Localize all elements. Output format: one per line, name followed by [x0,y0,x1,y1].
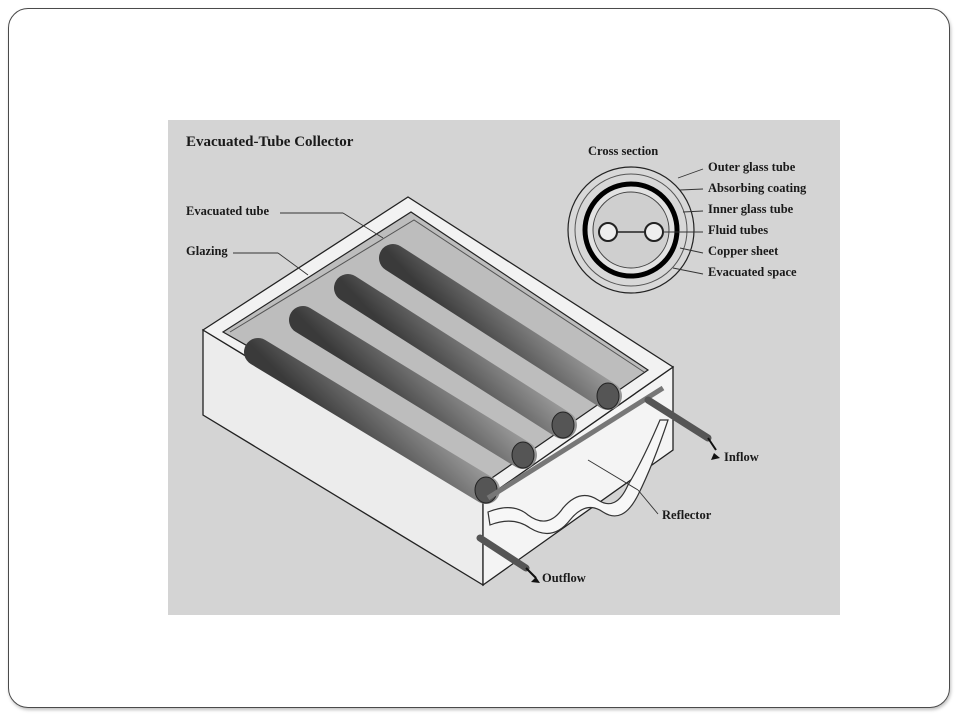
cross-section [567,166,695,294]
leader-lines [233,168,704,515]
label-copper-sheet: Copper sheet [708,244,779,258]
collector-diagram: Evacuated-Tube Collector Evacuated tube … [168,120,840,615]
label-outflow: Outflow [542,571,586,585]
manifold-pipes [476,385,717,579]
label-inflow: Inflow [724,450,759,464]
evacuated-tubes [244,244,622,504]
label-outer-glass-tube: Outer glass tube [708,160,796,174]
reflector-cutaway [487,419,669,535]
diagram-drawing [201,166,720,587]
label-cross-section: Cross section [588,144,659,158]
label-evacuated-tube: Evacuated tube [186,204,269,218]
label-glazing: Glazing [186,244,228,258]
label-inner-glass-tube: Inner glass tube [708,202,794,216]
label-reflector: Reflector [662,508,712,522]
figure-title: Evacuated-Tube Collector [186,134,354,150]
label-fluid-tubes: Fluid tubes [708,223,769,237]
label-evacuated-space: Evacuated space [708,265,797,279]
label-absorbing-coating: Absorbing coating [708,181,807,195]
